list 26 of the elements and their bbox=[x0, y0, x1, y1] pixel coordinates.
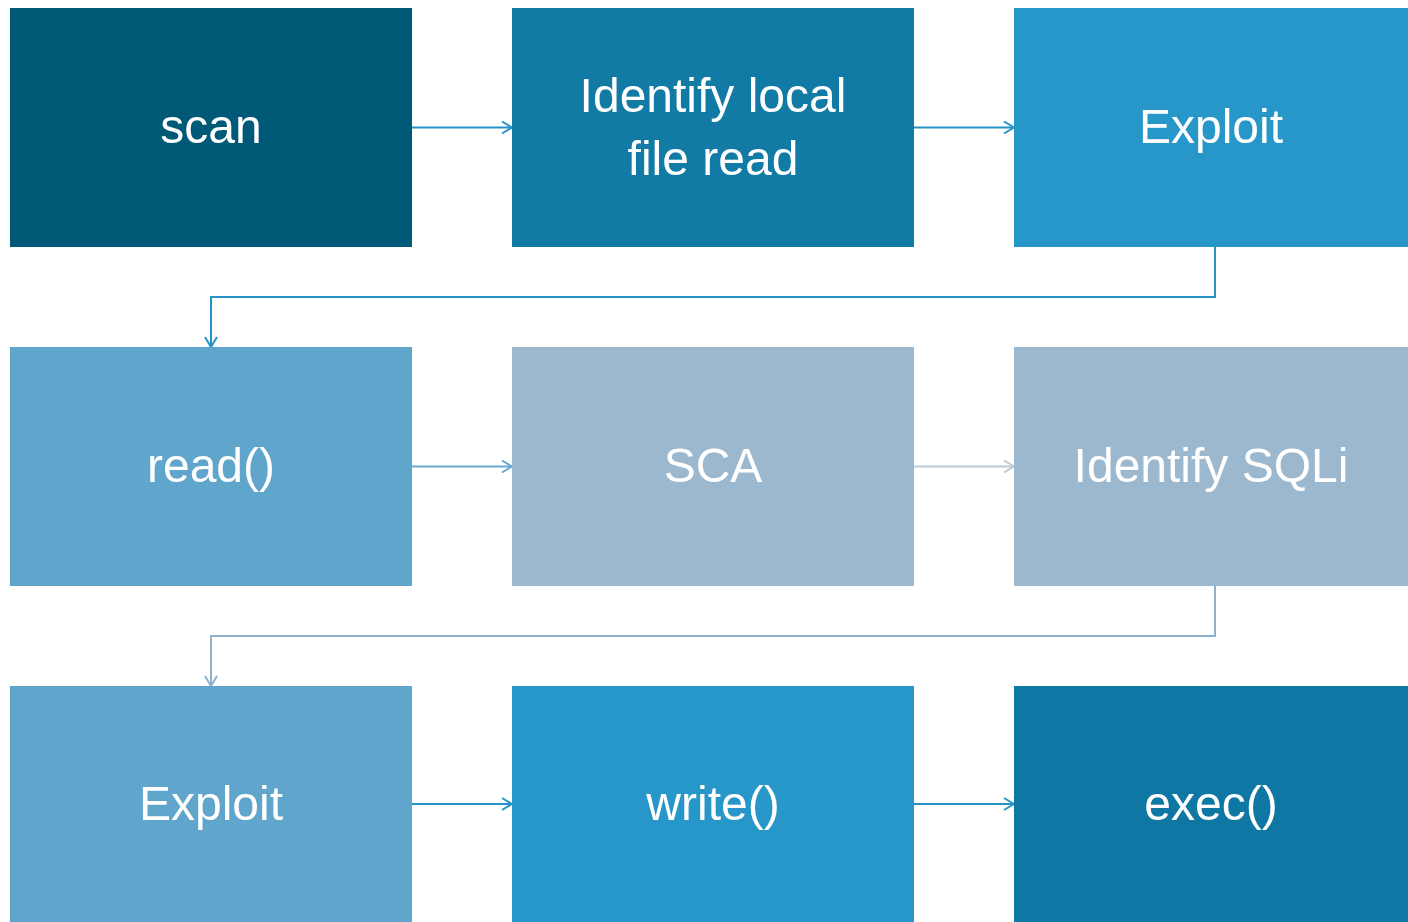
process-box bbox=[1014, 686, 1408, 922]
process-box bbox=[10, 686, 412, 922]
arrow bbox=[204, 246, 1216, 348]
arrow bbox=[204, 585, 1216, 687]
box-label: Exploit bbox=[1138, 99, 1284, 156]
process-box bbox=[512, 8, 914, 247]
box-label: SCA bbox=[663, 438, 763, 495]
arrow bbox=[411, 120, 513, 135]
arrow bbox=[913, 120, 1015, 135]
box-label: write() bbox=[646, 775, 780, 832]
arrow bbox=[411, 459, 513, 474]
box-label: scan bbox=[160, 99, 262, 156]
process-box bbox=[512, 347, 914, 586]
arrow bbox=[913, 797, 1015, 811]
box-label: Identify SQLi bbox=[1073, 438, 1349, 495]
arrow bbox=[913, 459, 1015, 474]
process-box bbox=[512, 686, 914, 922]
process-box bbox=[1014, 8, 1408, 247]
box-label: read() bbox=[146, 438, 275, 495]
box-label: Exploit bbox=[138, 775, 284, 832]
arrow bbox=[411, 797, 513, 811]
process-box bbox=[1014, 347, 1408, 586]
process-box bbox=[10, 8, 412, 247]
box-label: exec() bbox=[1144, 775, 1278, 832]
process-box bbox=[10, 347, 412, 586]
box-label: Identify local file read bbox=[578, 68, 848, 187]
